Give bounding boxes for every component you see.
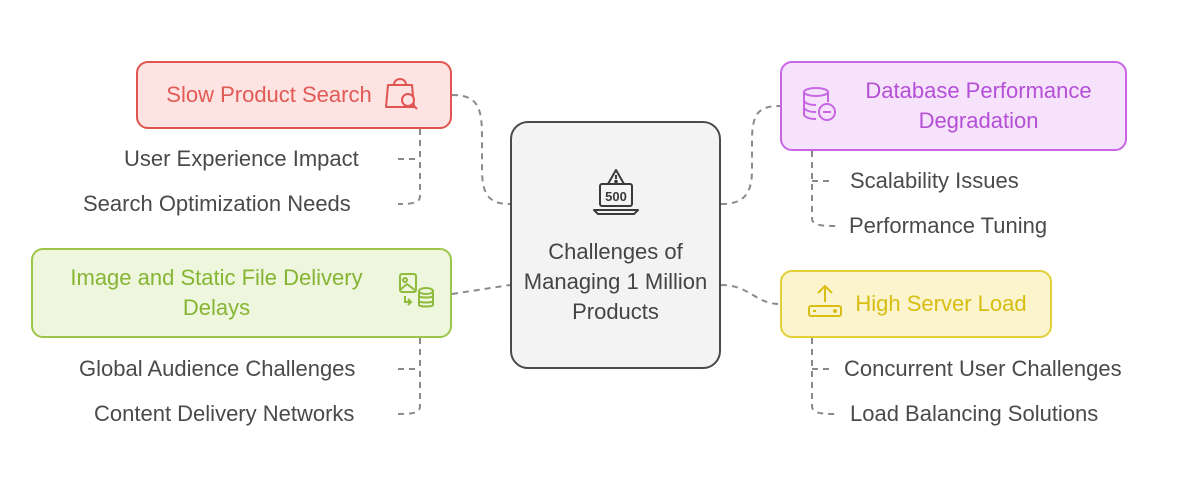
- central-topic-node[interactable]: 500 Challenges of Managing 1 Million Pro…: [510, 121, 721, 369]
- connector-center-database: [720, 105, 781, 205]
- server-upload-icon: [805, 282, 845, 327]
- leaf-user-experience-impact: User Experience Impact: [124, 146, 359, 171]
- node-database-performance[interactable]: Database Performance Degradation: [780, 61, 1127, 151]
- image-database-icon: [397, 271, 437, 316]
- leaf-performance-tuning: Performance Tuning: [849, 213, 1048, 238]
- node-title: Database Performance Degradation: [865, 78, 1092, 133]
- database-minus-icon: [799, 84, 839, 129]
- leaf-concurrent-user-challenges: Concurrent User Challenges: [844, 356, 1122, 381]
- connector-center-slow-search: [451, 94, 511, 205]
- node-slow-product-search[interactable]: Slow Product Search: [136, 61, 452, 129]
- center-icon-text: 500: [605, 189, 627, 204]
- leaf-scalability-issues: Scalability Issues: [850, 168, 1019, 193]
- node-image-static-delivery[interactable]: Image and Static File Delivery Delays: [31, 248, 452, 338]
- server-error-500-icon: 500: [588, 164, 644, 225]
- node-high-server-load[interactable]: High Server Load: [780, 270, 1052, 338]
- shopping-bag-search-icon: [382, 73, 422, 118]
- leaf-load-balancing-solutions: Load Balancing Solutions: [850, 401, 1099, 426]
- connector-center-server: [720, 284, 781, 305]
- leaf-content-delivery-networks: Content Delivery Networks: [94, 401, 355, 426]
- leaf-search-optimization-needs: Search Optimization Needs: [83, 191, 351, 216]
- connector-server-children: [811, 338, 837, 415]
- connector-db-children: [811, 151, 837, 227]
- leaf-global-audience-challenges: Global Audience Challenges: [79, 356, 356, 381]
- connector-center-image: [451, 284, 511, 295]
- connector-slow-children: [397, 129, 421, 205]
- central-topic-title: Challenges of Managing 1 Million Product…: [523, 238, 708, 324]
- node-title: Image and Static File Delivery Delays: [70, 265, 363, 320]
- node-title: Slow Product Search: [166, 82, 372, 107]
- connector-image-children: [397, 338, 421, 415]
- node-title: High Server Load: [855, 291, 1027, 316]
